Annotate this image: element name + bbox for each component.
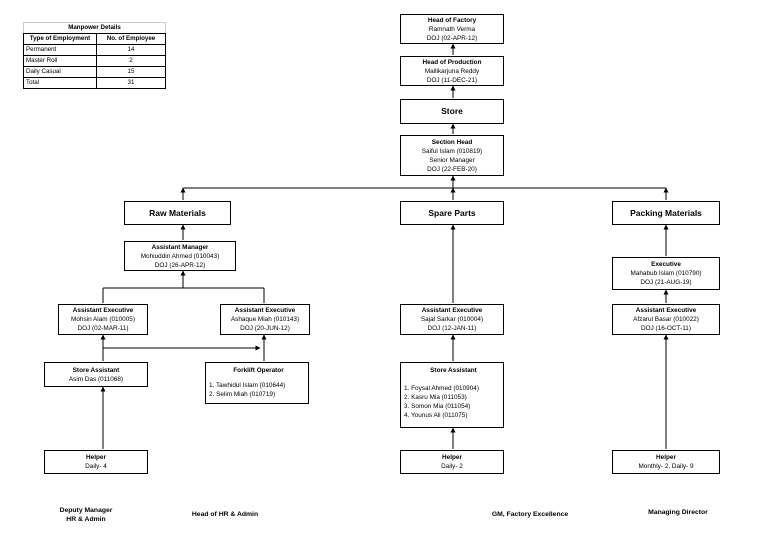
node-line: 2. Kasru Mia (011053) xyxy=(404,394,467,401)
node-rm-helper: Helper Daily- 4 xyxy=(44,450,148,474)
node-title: Assistant Executive xyxy=(234,307,296,314)
node-line: Monthly- 2, Daily- 9 xyxy=(638,463,694,470)
node-line: Ramnath Verma xyxy=(428,25,476,33)
node-sp-store-assistant: Store Assistant 1. Foysal Ahmed (010904)… xyxy=(400,362,504,428)
node-sp-helper: Helper Daily- 2 xyxy=(400,450,504,474)
node-title: Store Assistant xyxy=(430,367,477,374)
signature-line: Managing Director xyxy=(648,509,708,516)
row-type: Permanent xyxy=(23,44,97,56)
node-line: Saiful Islam (010819) xyxy=(421,147,483,155)
node-title: Assistant Executive xyxy=(72,307,134,314)
node-title: Executive xyxy=(651,261,681,268)
signature-line: Head of HR & Admin xyxy=(191,511,259,518)
node-title: Assistant Executive xyxy=(421,307,483,314)
node-line: 3. Somon Mia (011054) xyxy=(404,403,471,410)
signature-line: GM, Factory Excellence xyxy=(491,511,569,518)
node-line: Mahabub Islam (010790) xyxy=(630,270,702,277)
signature-deputy-manager: Deputy Manager HR & Admin xyxy=(40,506,132,524)
node-line: Mohsin Alam (010005) xyxy=(71,316,135,323)
node-line: DOJ (12-JAN-11) xyxy=(427,325,477,332)
node-line: Mallikarjuna Reddy xyxy=(424,67,480,75)
node-title: Store xyxy=(441,106,463,116)
node-line: DOJ (21-AUG-19) xyxy=(640,279,692,286)
node-title: Assistant Manager xyxy=(151,243,209,251)
node-title: Raw Materials xyxy=(149,207,206,218)
node-line: Afzarul Basar (010022) xyxy=(633,316,699,323)
node-pm-helper: Helper Monthly- 2, Daily- 9 xyxy=(612,450,720,474)
signature-line: Deputy Manager xyxy=(59,507,113,514)
node-line: DOJ (20-JUN-12) xyxy=(240,325,290,332)
table-row: Permanent 14 xyxy=(23,44,166,56)
row-type: Master Roll xyxy=(23,55,97,67)
row-type: Daily Casual xyxy=(23,66,97,78)
node-line: Senior Manager xyxy=(429,156,475,164)
node-title: Assistant Executive xyxy=(635,307,697,314)
node-title: Head of Production xyxy=(422,58,482,66)
manpower-title: Manpower Details xyxy=(23,22,166,34)
node-line: Ashaque Miah (010143) xyxy=(230,316,300,323)
node-pm-assistant-executive: Assistant Executive Afzarul Basar (01002… xyxy=(612,304,720,335)
node-line: 1. Tawhidul Islam (010644) xyxy=(209,382,286,389)
node-line: DOJ (11-DEC-21) xyxy=(426,76,478,84)
signature-md: Managing Director xyxy=(630,508,726,517)
table-row: Daily Casual 15 xyxy=(23,66,166,78)
node-rm-assistant-executive-1: Assistant Executive Mohsin Alam (010005)… xyxy=(58,304,148,335)
node-title: Packing Materials xyxy=(630,207,702,218)
node-title: Head of Factory xyxy=(427,16,477,24)
node-line: 2. Selim Miah (010719) xyxy=(209,391,276,398)
node-line: 4. Younus Ali (011075) xyxy=(404,412,468,419)
node-title: Helper xyxy=(442,454,462,461)
manpower-table: Manpower Details Type of Employment No. … xyxy=(23,22,166,89)
node-spare-parts: Spare Parts xyxy=(400,201,504,225)
node-raw-materials: Raw Materials xyxy=(124,201,231,225)
table-row-total: Total 31 xyxy=(23,77,166,89)
node-line: Asim Das (011068) xyxy=(68,375,124,383)
node-title: Spare Parts xyxy=(428,207,476,218)
node-head-of-factory: Head of Factory Ramnath Verma DOJ (02-AP… xyxy=(400,14,504,44)
node-line: Daily- 2 xyxy=(441,463,463,470)
col-header-count: No. of Employee xyxy=(96,33,166,45)
node-line: DOJ (26-APR-12) xyxy=(154,261,206,269)
node-line: DOJ (02-MAR-11) xyxy=(77,325,129,332)
node-sp-assistant-executive: Assistant Executive Sajal Sarkar (010004… xyxy=(400,304,504,335)
node-line: Mohiuddin Ahmed (010043) xyxy=(140,252,220,260)
node-line: Sajal Sarkar (010004) xyxy=(420,316,484,323)
row-count: 31 xyxy=(96,77,166,89)
row-count: 14 xyxy=(96,44,166,56)
node-rm-assistant-executive-2: Assistant Executive Ashaque Miah (010143… xyxy=(220,304,310,335)
col-header-type: Type of Employment xyxy=(23,33,97,45)
node-title: Helper xyxy=(86,454,106,461)
node-pm-executive: Executive Mahabub Islam (010790) DOJ (21… xyxy=(612,257,720,290)
node-title: Section Head xyxy=(431,138,473,146)
node-store: Store xyxy=(400,99,504,124)
node-rm-store-assistant: Store Assistant Asim Das (011068) xyxy=(44,362,148,387)
row-type: Total xyxy=(23,77,97,89)
node-line: DOJ (02-APR-12) xyxy=(426,34,478,42)
row-count: 2 xyxy=(96,55,166,67)
node-title: Forklift Operator xyxy=(233,367,284,374)
node-section-head: Section Head Saiful Islam (010819) Senio… xyxy=(400,135,504,176)
node-line: 1. Foysal Ahmed (010904) xyxy=(404,385,479,392)
table-row: Master Roll 2 xyxy=(23,55,166,67)
node-title: Helper xyxy=(656,454,676,461)
node-title: Store Assistant xyxy=(72,366,120,374)
signature-gm: GM, Factory Excellence xyxy=(468,510,592,519)
node-line: DOJ (22-FEB-20) xyxy=(427,165,477,173)
node-line: Daily- 4 xyxy=(85,463,107,470)
signature-head-hr: Head of HR & Admin xyxy=(170,510,280,519)
node-packing-materials: Packing Materials xyxy=(612,201,720,225)
node-line: DOJ (16-OCT-11) xyxy=(641,325,691,332)
signature-line: HR & Admin xyxy=(66,516,106,523)
row-count: 15 xyxy=(96,66,166,78)
node-forklift-operator: Forklift Operator 1. Tawhidul Islam (010… xyxy=(205,362,309,404)
node-head-of-production: Head of Production Mallikarjuna Reddy DO… xyxy=(400,56,504,86)
node-rm-assistant-manager: Assistant Manager Mohiuddin Ahmed (01004… xyxy=(124,241,236,271)
